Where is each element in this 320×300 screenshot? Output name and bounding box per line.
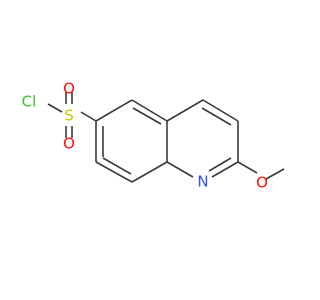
oxygen-top-atom-label: O (63, 80, 75, 98)
sulfur-atom-label: S (64, 107, 74, 125)
bond-c5-c4a (131, 99, 168, 122)
molecule-structure: Cl S O O N O (22, 80, 285, 192)
bond-c5-c4a-inner (132, 107, 162, 125)
bond-n-c8a (166, 161, 194, 178)
bond-c2-o (237, 161, 258, 174)
bond-c2-n-inner (208, 157, 232, 172)
chlorine-atom-label: Cl (22, 93, 37, 111)
oxygen-methoxy-atom-label: O (256, 174, 268, 192)
bond-c4-c3 (202, 99, 239, 122)
molecule-canvas: Cl S O O N O (21, 79, 285, 192)
nitrogen-atom-label: N (197, 173, 208, 191)
bond-c8a-c8 (131, 161, 168, 183)
bond-c4-c3-inner (201, 107, 232, 126)
atom-label-group: Cl S O O N O (22, 80, 268, 192)
oxygen-bottom-atom-label: O (63, 135, 75, 153)
bond-c4a-c4 (166, 99, 204, 122)
bond-group (47, 92, 285, 183)
bond-c8-c7-inner (102, 157, 132, 175)
bond-c8-c7 (95, 161, 133, 183)
bond-c6-c5 (95, 99, 133, 122)
bond-s-c6 (80, 111, 97, 122)
bond-o-ch3 (265, 168, 285, 180)
bond-c2-n (211, 161, 239, 178)
bond-s-cl (47, 103, 63, 113)
